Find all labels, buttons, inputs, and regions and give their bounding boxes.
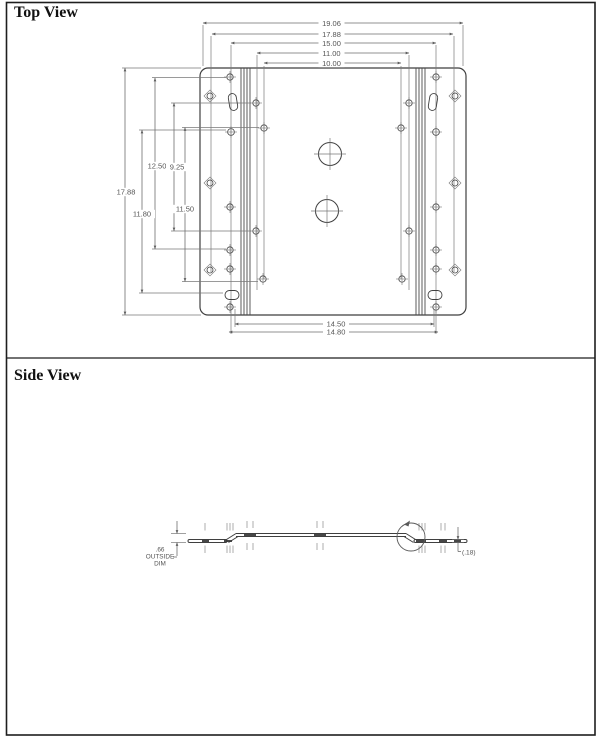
- top-view-panel: Top View: [14, 4, 467, 337]
- holes-flange-left: [224, 71, 240, 313]
- dim-label: 17.88: [113, 188, 139, 197]
- thickness-dim-callout: (.18): [452, 527, 476, 557]
- center-hole: [311, 195, 343, 227]
- center-hole: [314, 138, 346, 170]
- svg-text:11.00: 11.00: [322, 49, 340, 58]
- svg-text:9.25: 9.25: [170, 163, 185, 172]
- diamond-hole: [448, 89, 462, 103]
- diamond-hole: [448, 263, 462, 277]
- svg-text:19.06: 19.06: [322, 19, 341, 28]
- detail-callout-circle: [396, 520, 426, 552]
- plate-outline: [199, 67, 467, 316]
- dim-label: 9.25: [166, 163, 188, 172]
- svg-text:12.50: 12.50: [148, 162, 167, 171]
- svg-text:11.50: 11.50: [176, 205, 194, 214]
- svg-text:14.80: 14.80: [327, 328, 346, 337]
- centerline-ticks: [204, 521, 446, 553]
- dim-label: 10.00: [318, 58, 345, 68]
- dim-label: 19.06: [318, 18, 345, 28]
- diamond-hole: [448, 176, 462, 190]
- dim-label: 11.80: [129, 210, 155, 219]
- dimension-lines-top: 19.06 17.88 15.00 11.00 10.00: [202, 18, 464, 68]
- side-view-panel: Side View: [14, 367, 476, 568]
- center-holes: [311, 138, 346, 227]
- outside-dim-value: .66: [156, 547, 165, 554]
- svg-text:17.88: 17.88: [117, 188, 136, 197]
- dim-label: 17.88: [318, 29, 345, 39]
- holes-outer-columns: [203, 89, 462, 277]
- svg-text:17.88: 17.88: [322, 30, 341, 39]
- slot-hole: [427, 93, 439, 111]
- outside-dim-word: OUTSIDE: [146, 554, 174, 561]
- dim-label: 15.00: [318, 38, 345, 48]
- thickness-dim-value: (.18): [462, 550, 476, 557]
- dimension-lines-left: 17.88 12.50 9.25 11.80 11.50: [113, 67, 198, 316]
- dim-label: 11.50: [172, 205, 198, 214]
- slot-hole: [224, 290, 240, 300]
- holes-inner: [250, 97, 415, 285]
- dim-label: 14.80: [323, 328, 349, 337]
- holes-flange-right: [427, 71, 443, 313]
- diamond-hole: [203, 89, 217, 103]
- outside-dim-word: DIM: [154, 561, 166, 568]
- diamond-hole: [203, 263, 217, 277]
- horizontal-extension-lines: [122, 67, 259, 316]
- bend-lines-right: [415, 68, 426, 315]
- svg-text:15.00: 15.00: [322, 39, 341, 48]
- dimension-lines-bottom: 14.50 14.80: [228, 320, 439, 337]
- callout-arrow: [404, 520, 410, 527]
- slot-hole: [227, 93, 239, 111]
- svg-text:10.00: 10.00: [322, 59, 341, 68]
- svg-text:11.80: 11.80: [133, 210, 151, 219]
- dim-label: 14.50: [323, 320, 349, 329]
- outside-dim-callout: .66 OUTSIDE DIM: [146, 521, 186, 568]
- vertical-extension-lines: [202, 25, 464, 334]
- diamond-hole: [203, 176, 217, 190]
- sheet-border: [5, 1, 596, 736]
- slot-hole: [427, 290, 443, 300]
- bend-lines-left: [240, 68, 251, 315]
- dim-label: 12.50: [144, 162, 170, 171]
- svg-text:14.50: 14.50: [327, 320, 346, 329]
- top-view-title: Top View: [14, 4, 78, 21]
- side-view-title: Side View: [14, 367, 82, 384]
- dim-label: 11.00: [318, 48, 345, 58]
